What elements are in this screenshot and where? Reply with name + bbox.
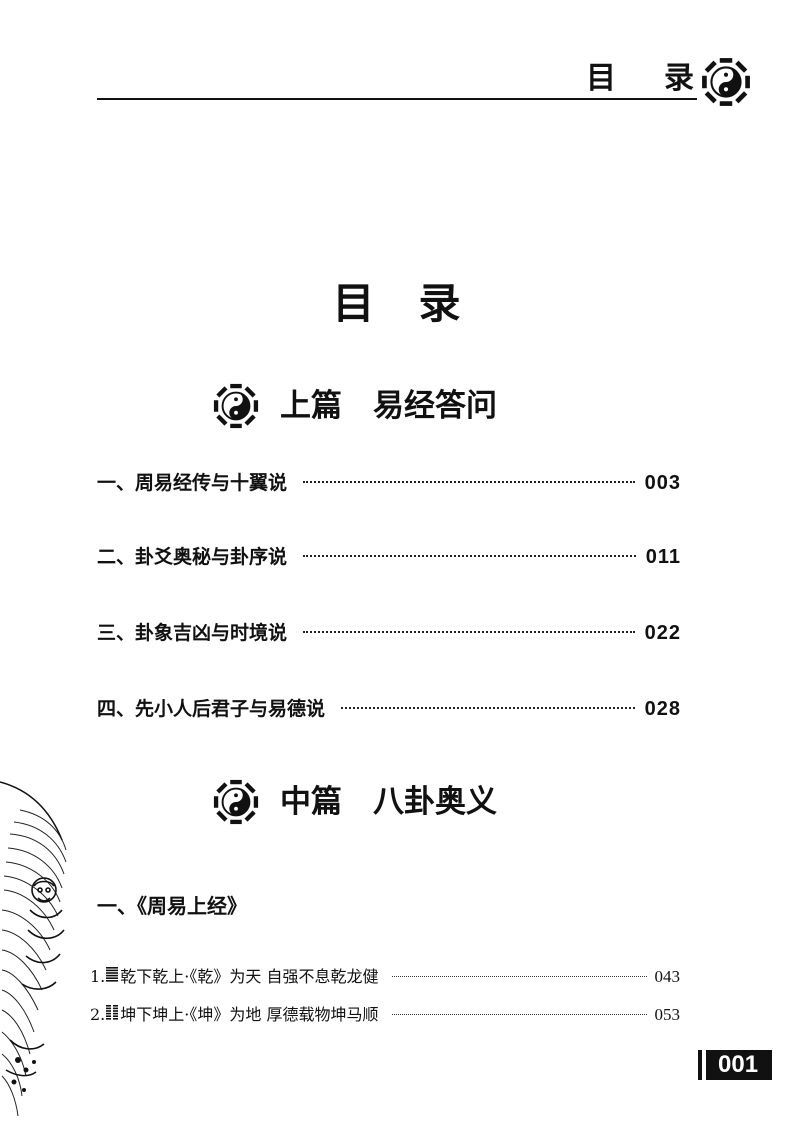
leader-dots <box>341 707 635 709</box>
toc-entry[interactable]: 二、卦爻奥秘与卦序说 011 <box>97 544 681 570</box>
wave-illustration-icon <box>0 781 67 1117</box>
toc-entry-page: 022 <box>644 622 681 644</box>
page-number: 001 <box>702 1050 773 1080</box>
toc-entry-label: 坤下坤上·《坤》为地 厚德载物坤马顺 <box>120 1005 379 1024</box>
toc-entry-label: 二、卦爻奥秘与卦序说 <box>97 546 288 568</box>
kun-hexagram-icon <box>106 1005 119 1020</box>
running-header-char-1: 目 <box>586 61 616 96</box>
toc-entry[interactable]: 2. 坤下坤上·《坤》为地 厚德载物坤马顺 053 <box>90 1004 680 1026</box>
toc-entry[interactable]: 三、卦象吉凶与时境说 022 <box>97 620 681 646</box>
toc-entry[interactable]: 1. 乾下乾上·《乾》为天 自强不息乾龙健 043 <box>90 966 680 988</box>
running-header-title: 目 录 <box>586 62 694 96</box>
leader-dots <box>392 1014 647 1015</box>
toc-entry-label: 三、卦象吉凶与时境说 <box>97 622 288 644</box>
page-title: 目录 <box>332 279 505 328</box>
leader-dots <box>303 631 635 633</box>
entry-number: 1. <box>90 967 106 986</box>
toc-entry-label: 乾下乾上·《乾》为天 自强不息乾龙健 <box>120 967 379 986</box>
bagua-icon <box>213 383 259 429</box>
toc-entry-page: 053 <box>654 1005 681 1024</box>
leader-dots <box>392 976 647 977</box>
leader-dots <box>303 555 636 557</box>
section-title-middle: 中篇 八卦奥义 <box>280 784 497 820</box>
toc-entry-label: 一、周易经传与十翼说 <box>97 472 288 494</box>
header-rule <box>97 98 697 100</box>
qian-hexagram-icon <box>106 967 119 982</box>
toc-entry-page: 028 <box>644 698 681 720</box>
bagua-icon <box>213 779 259 825</box>
entry-number: 2. <box>90 1005 106 1024</box>
toc-entry-label: 四、先小人后君子与易德说 <box>97 698 326 720</box>
leader-dots <box>303 481 635 483</box>
toc-entry[interactable]: 四、先小人后君子与易德说 028 <box>97 696 681 722</box>
bagua-icon <box>702 58 750 106</box>
toc-entry-page: 011 <box>645 546 681 568</box>
toc-entry-page: 003 <box>644 472 681 494</box>
sub-section-title: 一、《周易上经》 <box>97 894 247 918</box>
toc-entry[interactable]: 一、周易经传与十翼说 003 <box>97 470 681 496</box>
running-header-char-2: 录 <box>664 61 694 96</box>
toc-entry-page: 043 <box>654 967 681 986</box>
section-title-upper: 上篇 易经答问 <box>280 388 497 424</box>
